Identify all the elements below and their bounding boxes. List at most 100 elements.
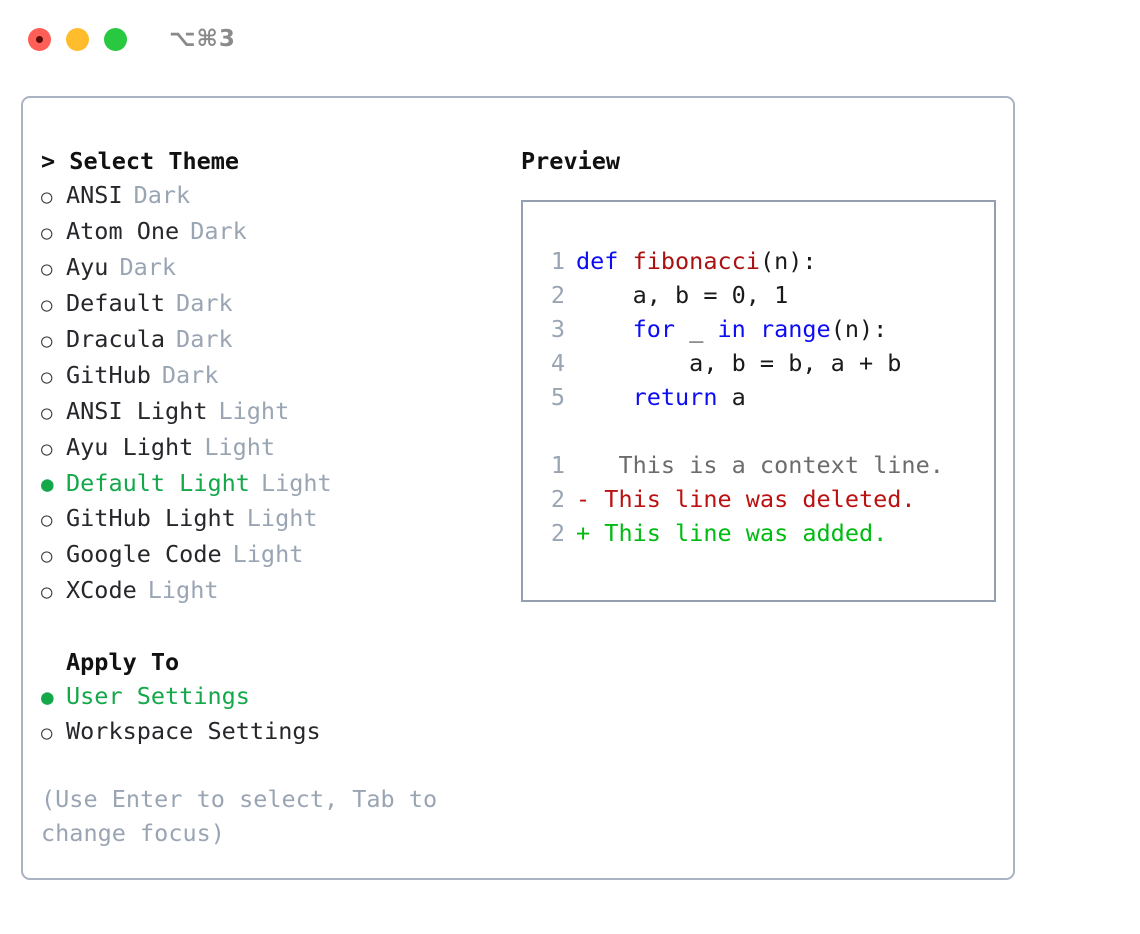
window-controls — [28, 27, 127, 51]
code-line-number: 3 — [550, 315, 565, 343]
code-token: return — [632, 383, 718, 411]
theme-kind-label: Dark — [190, 217, 247, 245]
theme-list-item[interactable]: ○ Dracula Dark — [41, 322, 503, 358]
radio-unselected-icon: ○ — [41, 366, 53, 388]
theme-kind-label: Dark — [176, 289, 233, 317]
code-token — [576, 315, 633, 343]
maximize-button[interactable] — [104, 27, 127, 51]
radio-unselected-icon: ○ — [41, 222, 53, 244]
code-token: (n): — [759, 247, 817, 275]
theme-list-item[interactable]: ○ Ayu Dark — [41, 250, 503, 286]
theme-list-item[interactable]: ○ Atom One Dark — [41, 214, 503, 250]
apply-to-item[interactable]: ● User Settings — [41, 679, 503, 714]
diff-line-text: This line was added. — [590, 519, 888, 547]
theme-list-item[interactable]: ● Default Light Light — [41, 466, 503, 501]
code-token: for — [632, 315, 676, 343]
theme-name-label: Default — [66, 289, 166, 317]
radio-unselected-icon: ○ — [41, 294, 53, 316]
theme-list-item[interactable]: ○ GitHub Dark — [41, 358, 503, 394]
code-token: a, b = 0, 1 — [576, 281, 789, 309]
radio-unselected-icon: ○ — [41, 509, 53, 531]
theme-kind-label: Dark — [119, 253, 177, 281]
code-line-text: a, b = b, a + b — [576, 346, 901, 380]
radio-unselected-icon: ○ — [41, 186, 53, 208]
diff-line: 2- This line was deleted. — [537, 482, 994, 516]
theme-kind-label: Light — [204, 433, 276, 461]
code-token: in — [717, 315, 746, 343]
diff-line: 1 This is a context line. — [537, 448, 994, 482]
select-theme-heading: > Select Theme — [41, 147, 240, 175]
theme-kind-label: Dark — [133, 181, 191, 209]
theme-name-label: Default Light — [66, 469, 250, 497]
code-token: fibonacci — [632, 247, 760, 275]
theme-kind-label: Light — [232, 540, 304, 568]
radio-unselected-icon: ○ — [41, 402, 53, 424]
close-button[interactable] — [28, 27, 51, 51]
code-line-number: 5 — [550, 383, 565, 411]
code-token: range — [759, 315, 831, 343]
code-token — [746, 315, 760, 343]
preview-heading: Preview — [521, 147, 621, 175]
apply-to-heading: Apply To — [66, 648, 180, 676]
code-line: 4 a, b = b, a + b — [537, 346, 994, 380]
theme-name-label: ANSI Light — [66, 397, 208, 425]
radio-unselected-icon: ○ — [41, 438, 53, 460]
theme-list-item[interactable]: ○ GitHub Light Light — [41, 501, 503, 537]
diff-line-number: 1 — [550, 451, 565, 479]
theme-kind-label: Dark — [176, 325, 233, 353]
radio-unselected-icon: ○ — [41, 258, 53, 280]
theme-name-label: Dracula — [66, 325, 166, 353]
diff-line-text: This is a context line. — [590, 451, 944, 479]
theme-name-label: Google Code — [66, 540, 222, 568]
diff-preview: 1 This is a context line.2- This line wa… — [537, 448, 994, 550]
diff-sign: + — [576, 519, 591, 547]
theme-name-label: GitHub Light — [66, 504, 236, 532]
theme-kind-label: Light — [218, 397, 290, 425]
radio-unselected-icon: ○ — [41, 722, 53, 744]
code-line-text: for _ in range(n): — [576, 312, 888, 346]
code-token: _ — [675, 315, 718, 343]
theme-kind-label: Light — [260, 469, 332, 497]
apply-to-item[interactable]: ○ Workspace Settings — [41, 714, 503, 750]
theme-name-label: ANSI — [66, 181, 123, 209]
theme-kind-label: Light — [246, 504, 318, 532]
diff-sign — [576, 448, 590, 482]
minimize-button[interactable] — [66, 27, 89, 51]
theme-list-item[interactable]: ○ ANSI Light Light — [41, 394, 503, 430]
diff-line-number: 2 — [550, 485, 565, 513]
apply-to-label: User Settings — [66, 682, 250, 710]
theme-name-label: GitHub — [66, 361, 151, 389]
code-token — [576, 383, 633, 411]
code-token: a, b = b, a + b — [576, 349, 902, 377]
theme-list-item[interactable]: ○ Ayu Light Light — [41, 430, 503, 466]
radio-selected-icon: ● — [41, 685, 54, 709]
theme-list-item[interactable]: ○ Default Dark — [41, 286, 503, 322]
radio-unselected-icon: ○ — [41, 330, 53, 352]
diff-line: 2+ This line was added. — [537, 516, 994, 550]
list-spacer — [41, 609, 503, 645]
code-line-number: 2 — [550, 281, 565, 309]
theme-kind-label: Dark — [161, 361, 219, 389]
theme-name-label: XCode — [66, 576, 137, 604]
theme-name-label: Atom One — [66, 217, 180, 245]
title-bar: ⌥⌘3 — [0, 0, 1140, 78]
apply-to-list: ● User Settings ○ Workspace Settings — [41, 679, 503, 750]
radio-selected-icon: ● — [41, 472, 54, 496]
code-token: (n): — [830, 315, 888, 343]
theme-name-label: Ayu Light — [66, 433, 194, 461]
keyboard-hint-text: (Use Enter to select, Tab to change focu… — [41, 785, 452, 847]
radio-unselected-icon: ○ — [41, 581, 53, 603]
apply-to-label: Workspace Settings — [66, 717, 321, 745]
theme-list-item[interactable]: ○ ANSI Dark — [41, 178, 503, 214]
theme-name-label: Ayu — [66, 253, 109, 281]
